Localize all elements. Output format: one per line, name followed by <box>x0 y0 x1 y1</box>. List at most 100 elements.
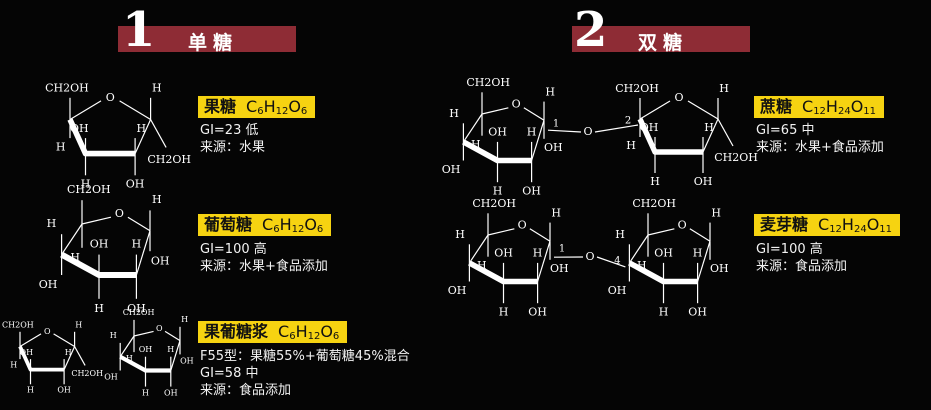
substituent-label: H <box>455 228 465 241</box>
sucrose-structure: OCH2OHHHOHOHHHOHHOHOCH2OHHOHHHOHHCH2OHO1… <box>442 76 758 198</box>
sugar-name: 葡萄糖 <box>204 215 253 234</box>
ring-bond <box>53 333 75 348</box>
sugar-label-fructose: 果糖 C6H12O6 <box>198 96 316 118</box>
info-line: F55型：果糖55%+葡萄糖45%混合 <box>200 349 410 364</box>
sugar-info-sucrose: GI=65 中 来源：水果+食品添加 <box>756 122 884 156</box>
section-number: 1 <box>122 2 156 58</box>
sugar-formula: C6H12O6 <box>262 215 324 235</box>
substituent-label: H <box>449 107 459 120</box>
section-title: 双糖 <box>638 32 689 54</box>
substituent-label: OH <box>104 372 118 381</box>
substituent-label: H <box>527 126 537 139</box>
substituent-label: H <box>47 217 57 230</box>
substituent-label: H <box>126 354 133 363</box>
ring-oxygen-label: O <box>115 207 124 220</box>
sugar-info-hfcs: F55型：果糖55%+葡萄糖45%混合 GI=58 中 来源：食品添加 <box>200 348 410 399</box>
substituent-label: CH2OH <box>45 82 89 95</box>
ring-bond <box>687 100 719 120</box>
ring-oxygen-label: O <box>518 219 527 232</box>
section-header-bar <box>118 26 296 52</box>
ring-bond <box>639 100 671 120</box>
ring-bond <box>127 216 151 232</box>
ring-bond <box>537 241 551 282</box>
sugar-name: 果糖 <box>204 97 237 116</box>
substituent-label: H <box>693 247 703 260</box>
section-header-bar <box>572 26 750 52</box>
substituent-label: OH <box>544 141 563 154</box>
substituent-label: OH <box>550 262 569 275</box>
substituent-label: OH <box>448 284 467 297</box>
substituent-label: H <box>142 389 149 398</box>
glycosidic-bond <box>596 256 626 268</box>
ring-bond <box>19 333 42 348</box>
substituent-label: H <box>626 139 636 152</box>
ring-bond <box>689 228 711 242</box>
sugar-label-glucose: 葡萄糖 C6H12O6 <box>198 214 332 236</box>
substituent-label: H <box>181 315 188 324</box>
ring-bond <box>134 119 152 154</box>
ring-bond <box>468 234 489 264</box>
ring-bond <box>164 330 181 342</box>
substituent-label: CH2OH <box>466 76 510 89</box>
ring-oxygen-label: O <box>674 91 683 104</box>
substituent-label: H <box>65 348 72 357</box>
section-title: 单糖 <box>188 32 239 54</box>
sugar-info-maltose: GI=100 高 来源：食品添加 <box>756 241 847 275</box>
ring-bond <box>119 335 135 358</box>
info-line: 来源：水果+食品添加 <box>756 140 884 155</box>
substituent-label: OH <box>522 185 541 198</box>
substituent-label: CH2OH <box>714 151 758 164</box>
ring-bond <box>647 228 675 236</box>
substituent-label: OH <box>494 247 513 260</box>
substituent-label: H <box>704 121 714 134</box>
info-line: GI=100 高 <box>200 242 267 257</box>
substituent-label: H <box>152 82 162 95</box>
glycosidic-oxygen-label: O <box>585 250 594 263</box>
substituent-label: CH2OH <box>472 197 516 210</box>
info-line: GI=23 低 <box>200 123 259 138</box>
substituent-label: OH <box>488 126 507 139</box>
substituent-label: CH2OH <box>2 321 34 330</box>
substituent-label: H <box>167 345 174 354</box>
substituent-label: OH <box>90 237 109 250</box>
sugar-formula: C6H12O6 <box>246 97 308 117</box>
ring-bond <box>133 330 154 337</box>
substituent-bond <box>74 346 86 366</box>
substituent-label: OH <box>164 389 178 398</box>
substituent-label: OH <box>654 247 673 260</box>
substituent-label: OH <box>608 284 627 297</box>
substituent-label: H <box>471 138 481 151</box>
substituent-label: OH <box>694 175 713 188</box>
info-line: 来源：食品添加 <box>756 259 848 274</box>
substituent-label: H <box>637 259 647 272</box>
carbon-number-label: 4 <box>614 255 620 266</box>
substituent-bond <box>717 118 734 147</box>
carbon-number-label: 2 <box>625 116 631 127</box>
substituent-label: H <box>551 206 561 219</box>
glycosidic-bond <box>594 124 639 133</box>
info-line: GI=65 中 <box>756 123 815 138</box>
substituent-label: H <box>719 82 729 95</box>
substituent-label: CH2OH <box>67 183 111 196</box>
ring-bond <box>531 120 545 161</box>
ring-bond <box>462 113 483 143</box>
info-line: GI=100 高 <box>756 242 823 257</box>
ring-bond <box>628 234 649 264</box>
substituent-label: H <box>81 178 91 191</box>
substituent-label: OH <box>139 345 153 354</box>
substituent-label: OH <box>180 356 194 365</box>
substituent-label: H <box>137 122 147 135</box>
substituent-label: OH <box>57 386 71 395</box>
carbon-number-label: 1 <box>559 244 565 255</box>
carbon-number-label: 1 <box>553 119 559 130</box>
section-number: 2 <box>574 2 608 58</box>
sugar-info-fructose: GI=23 低 来源：水果 <box>200 122 265 156</box>
sugar-name: 麦芽糖 <box>760 215 809 234</box>
ring-bond <box>63 346 76 370</box>
